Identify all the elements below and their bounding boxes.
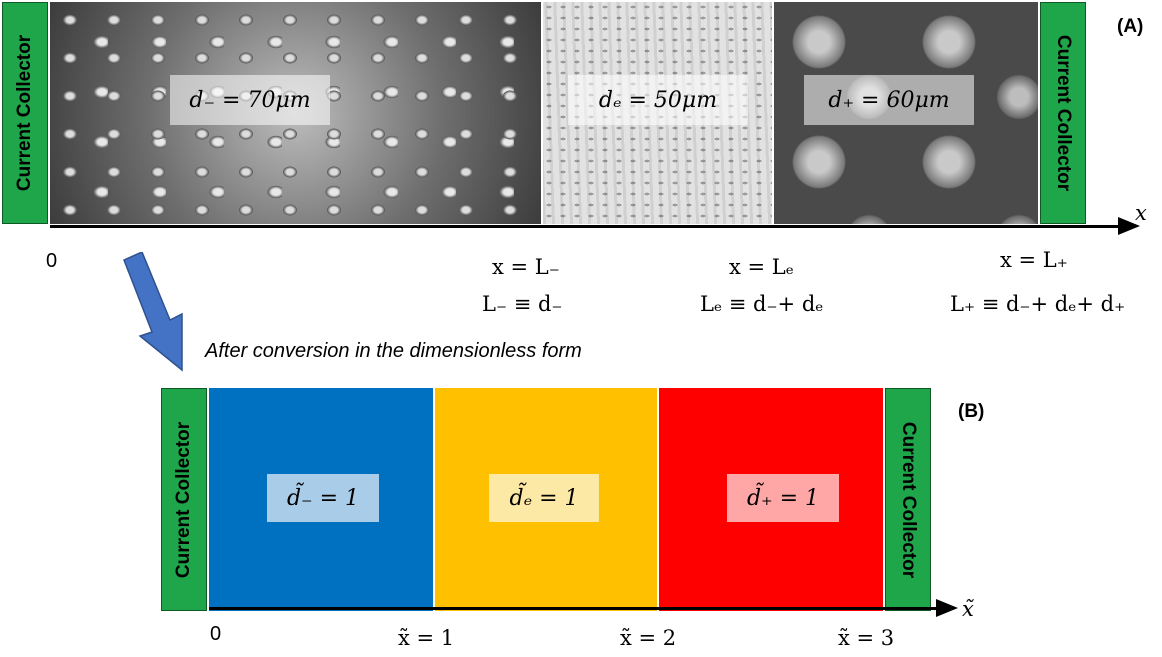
panel-a-right-current-collector: Current Collector xyxy=(1040,2,1086,224)
cathode-dimensionless-label: d̃₊ = 1 xyxy=(727,474,839,522)
collector-label: Current Collector xyxy=(1053,34,1074,192)
panel-b-left-current-collector: Current Collector xyxy=(161,388,207,611)
panel-b-right-current-collector: Current Collector xyxy=(885,388,931,611)
panel-b-axis-arrowhead xyxy=(936,599,958,617)
anode-dimensionless-label: d̃₋ = 1 xyxy=(267,474,379,522)
anode-thickness-label: d₋ = 70μm xyxy=(170,75,330,125)
panel-b-tick-3: x̃ = 3 xyxy=(838,626,895,650)
boundary-cathode-position: x = L₊ xyxy=(1000,248,1068,272)
boundary-separator-definition: Lₑ ≡ d₋+ dₑ xyxy=(700,292,824,316)
collector-label: Current Collector xyxy=(14,34,35,192)
separator-dimensionless-label: d̃ₑ = 1 xyxy=(489,474,599,522)
boundary-anode-definition: L₋ ≡ d₋ xyxy=(482,292,563,316)
panel-b-origin: 0 xyxy=(210,623,222,645)
panel-b-tick-1: x̃ = 1 xyxy=(398,626,455,650)
panel-a-x-axis xyxy=(50,225,1120,228)
boundary-anode-position: x = L₋ xyxy=(492,255,560,279)
anode-sem-image: d₋ = 70μm xyxy=(50,2,541,224)
cathode-region: d̃₊ = 1 xyxy=(659,388,883,611)
conversion-arrow-icon xyxy=(123,252,183,372)
cathode-thickness-label: d₊ = 60μm xyxy=(804,75,974,125)
boundary-cathode-definition: L₊ ≡ d₋+ dₑ+ d₊ xyxy=(950,292,1126,316)
separator-sem-image: dₑ = 50μm xyxy=(543,2,772,224)
panel-a-axis-arrowhead xyxy=(1118,217,1140,235)
separator-thickness-label: dₑ = 50μm xyxy=(568,75,748,125)
panel-b-tick-2: x̃ = 2 xyxy=(620,626,677,650)
transition-text: After conversion in the dimensionless fo… xyxy=(205,340,582,362)
panel-a-origin: 0 xyxy=(46,250,58,272)
anode-region: d̃₋ = 1 xyxy=(209,388,433,611)
cathode-sem-image: d₊ = 60μm xyxy=(774,2,1038,224)
separator-region: d̃ₑ = 1 xyxy=(435,388,657,611)
panel-a-left-current-collector: Current Collector xyxy=(2,2,48,224)
collector-label: Current Collector xyxy=(898,421,919,578)
panel-b-tag: (B) xyxy=(958,401,985,422)
panel-a-tag: (A) xyxy=(1117,16,1144,37)
boundary-separator-position: x = Lₑ xyxy=(729,255,794,279)
panel-a-axis-label: x xyxy=(1135,201,1147,225)
panel-b-x-axis xyxy=(209,607,939,610)
collector-label: Current Collector xyxy=(173,421,194,578)
panel-b-axis-label: x̃ xyxy=(962,597,974,621)
